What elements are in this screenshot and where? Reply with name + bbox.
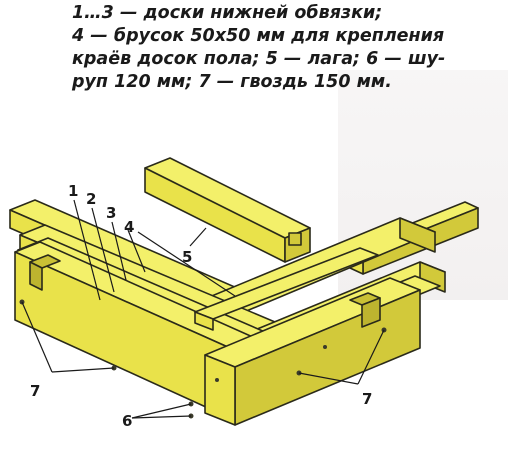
caption-line-2: 4 — брусок 50х50 мм для крепления: [72, 26, 445, 46]
caption-line-3: краёв досок пола; 5 — лага; 6 — шу-: [72, 49, 446, 69]
joist-5: [144, 157, 311, 263]
figure-caption: 1…3 — доски нижней обвязки; 4 — брусок 5…: [72, 2, 502, 94]
block-4: [194, 247, 379, 331]
label-7-right: 7: [362, 390, 372, 408]
label-6: 6: [122, 412, 132, 430]
label-7-left: 7: [30, 382, 40, 400]
board-1-right: [204, 277, 421, 426]
label-1: 1: [68, 182, 78, 200]
label-4: 4: [124, 218, 134, 236]
caption-line-1: 1…3 — доски нижней обвязки;: [72, 3, 383, 23]
label-3: 3: [106, 204, 116, 222]
leader-lines: [21, 199, 385, 419]
fasteners: [19, 299, 387, 419]
label-2: 2: [86, 190, 96, 208]
nail-right-3: [323, 345, 327, 349]
screw-1: [215, 378, 219, 382]
label-5: 5: [182, 248, 192, 266]
caption-line-4: руп 120 мм; 7 — гвоздь 150 мм.: [72, 72, 392, 92]
